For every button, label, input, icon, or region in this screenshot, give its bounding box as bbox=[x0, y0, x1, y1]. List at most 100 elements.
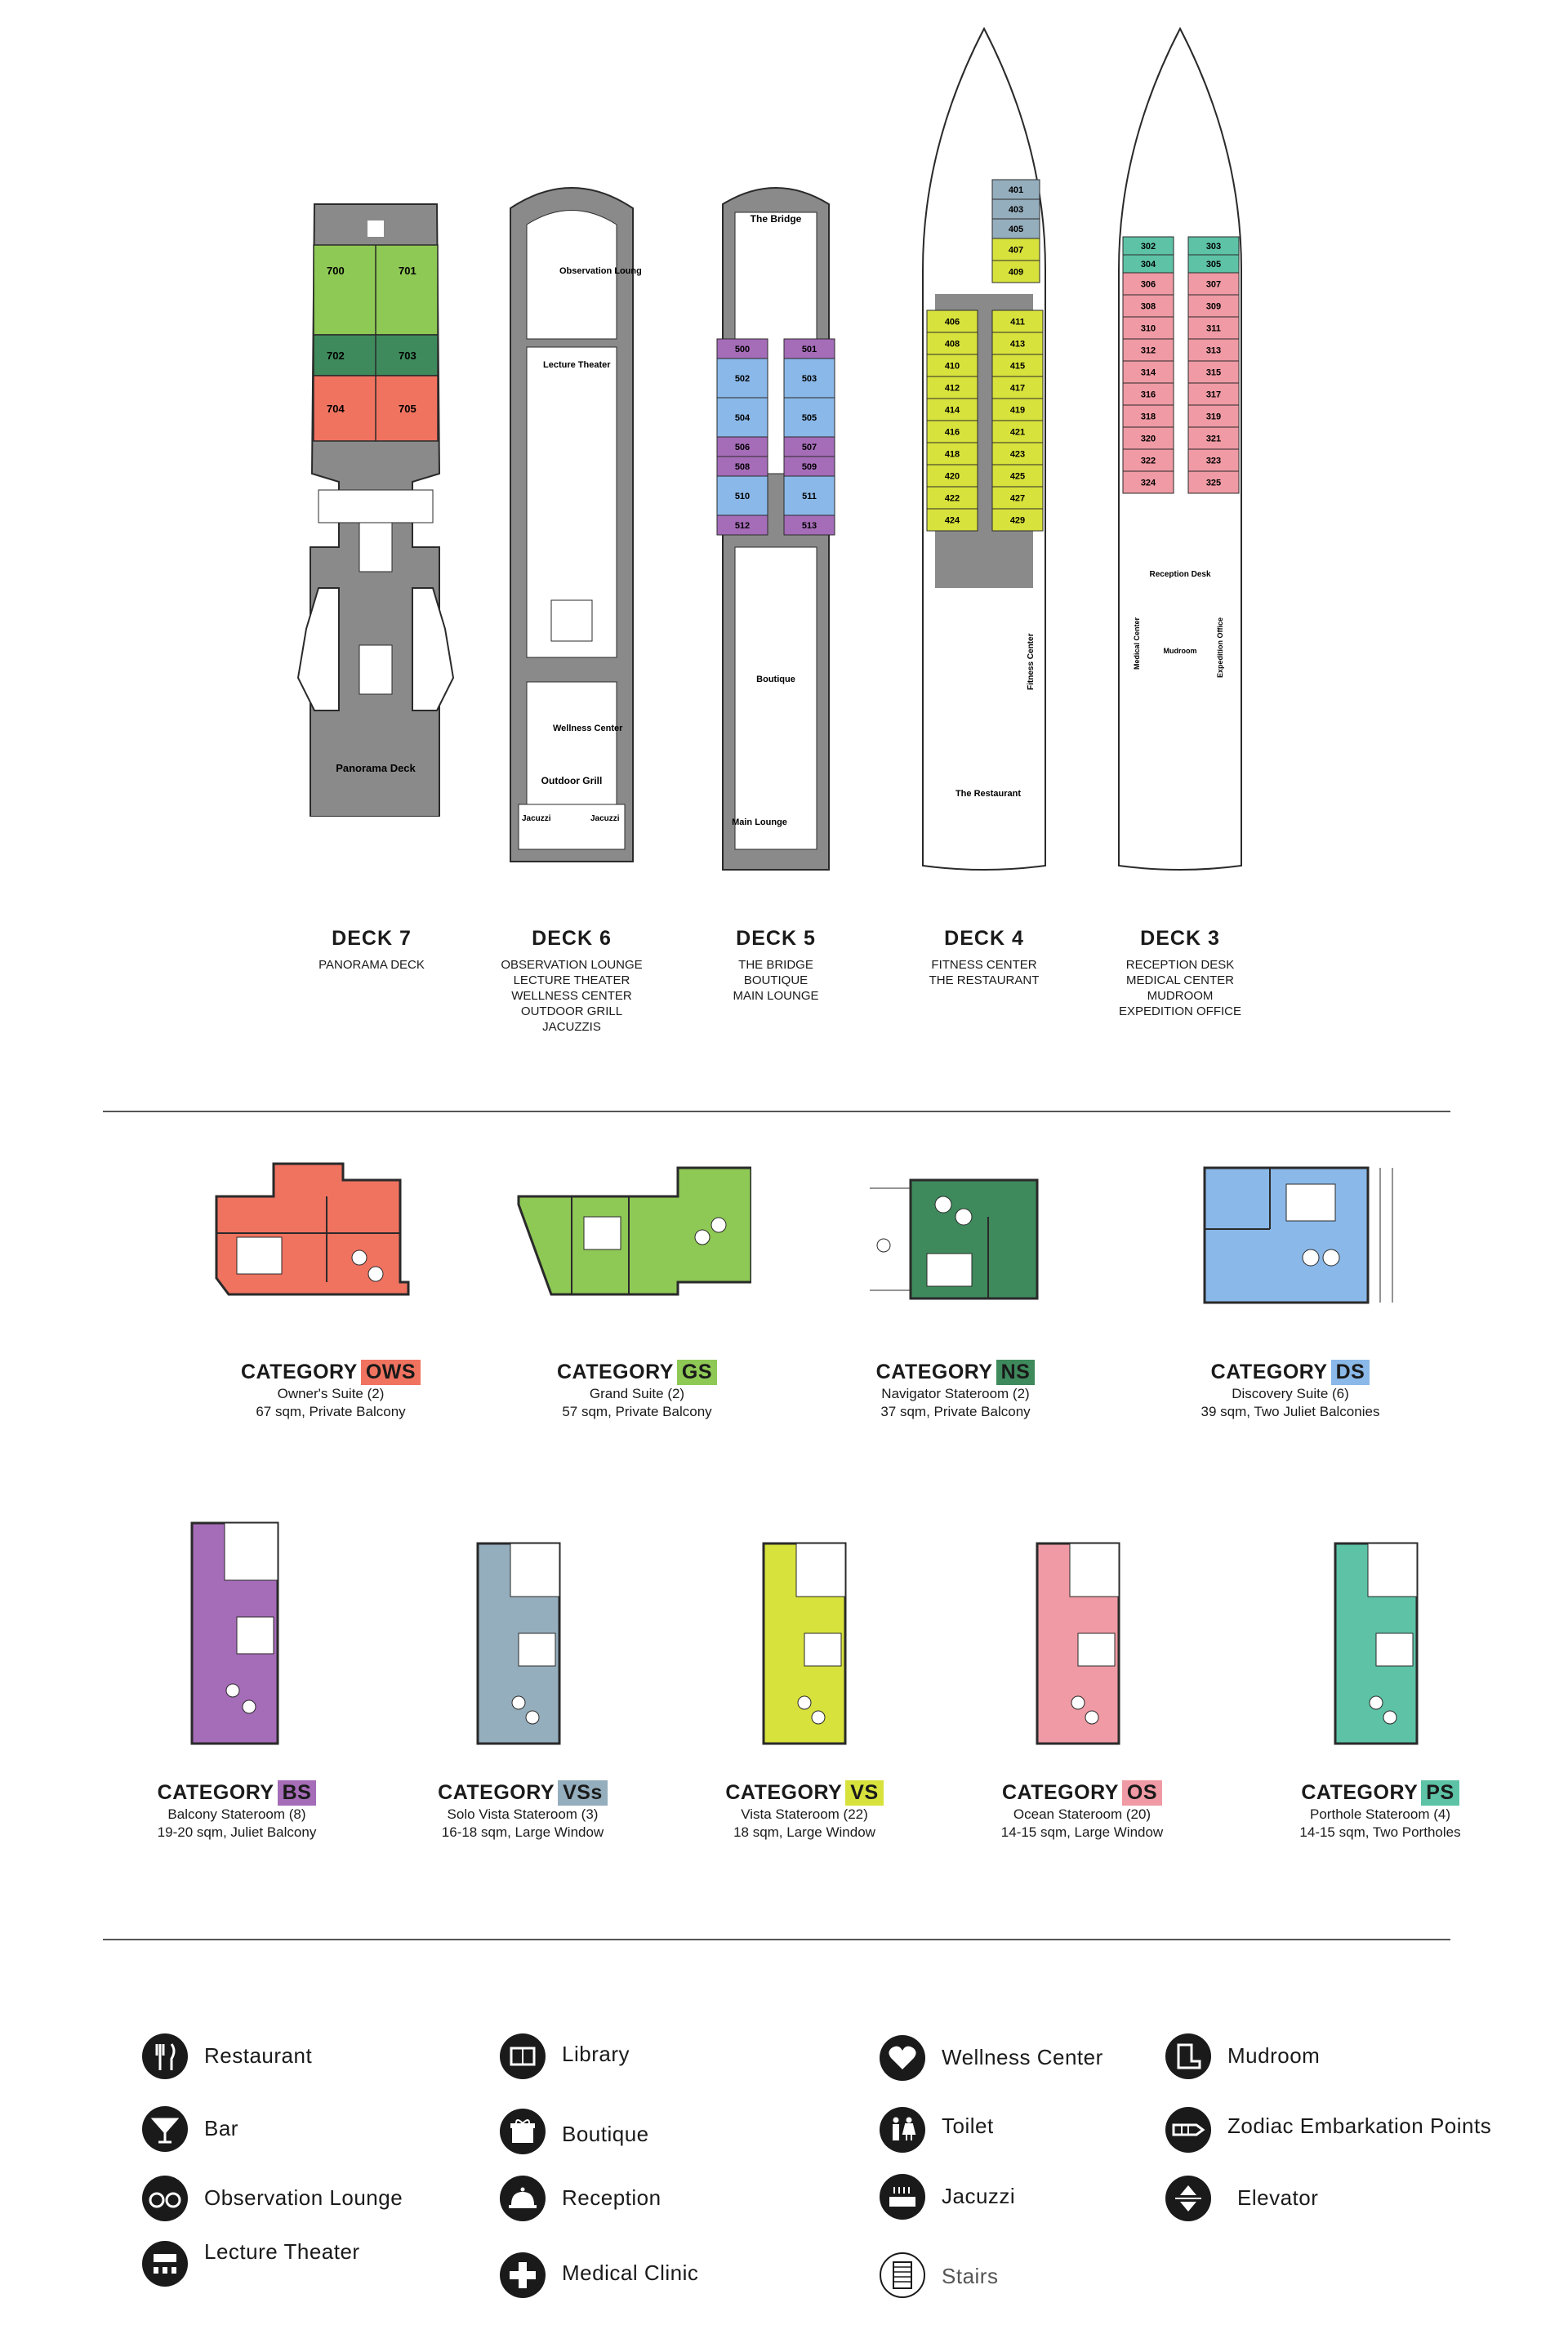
cabin-number: 425 bbox=[1010, 472, 1025, 482]
cabin-block bbox=[1122, 382, 1174, 406]
cabin-number: 412 bbox=[945, 384, 960, 394]
cabin-number: 306 bbox=[1141, 280, 1156, 290]
cabin-number: 504 bbox=[735, 413, 751, 423]
cabin-block bbox=[1187, 294, 1240, 318]
category-details: 14-15 sqm, Two Portholes bbox=[1299, 1824, 1461, 1840]
library-icon bbox=[500, 2033, 546, 2079]
cabin-number: 513 bbox=[802, 521, 817, 531]
category-name: Ocean Stateroom (20) bbox=[1013, 1806, 1152, 1822]
cabin-number: 422 bbox=[945, 494, 960, 504]
cabin-702: 702 bbox=[327, 350, 345, 362]
cabin-number: 502 bbox=[735, 374, 750, 384]
category-label: CATEGORY bbox=[1301, 1781, 1419, 1804]
cabin-block bbox=[991, 508, 1044, 532]
legend-label: Bar bbox=[204, 2116, 238, 2140]
cabin-block bbox=[716, 456, 768, 477]
cabin-block bbox=[926, 332, 978, 355]
category-code: VSs bbox=[558, 1780, 608, 1806]
category-details: 18 sqm, Large Window bbox=[733, 1824, 875, 1840]
cabin-number: 416 bbox=[945, 428, 960, 438]
ps-floorplan bbox=[1334, 1542, 1419, 1745]
cabin-block bbox=[716, 358, 768, 399]
cabin-number: 427 bbox=[1010, 494, 1025, 504]
boutique-icon bbox=[500, 2109, 546, 2154]
category-code: BS bbox=[277, 1780, 317, 1806]
deck-3-feature: EXPEDITION OFFICE bbox=[1118, 1004, 1241, 1018]
gs-floorplan bbox=[517, 1166, 751, 1296]
category-name: Solo Vista Stateroom (3) bbox=[447, 1806, 599, 1822]
cabin-number: 313 bbox=[1206, 346, 1221, 356]
cabin-block bbox=[926, 486, 978, 510]
ows-floorplan bbox=[215, 1162, 410, 1296]
cabin-block bbox=[991, 238, 1040, 261]
cabin-number: 417 bbox=[1010, 384, 1025, 394]
cabin-number: 411 bbox=[1010, 318, 1025, 327]
deck-5-feature: MAIN LOUNGE bbox=[733, 989, 819, 1003]
category-label: CATEGORY bbox=[1210, 1361, 1328, 1383]
category-label: CATEGORY bbox=[1001, 1781, 1119, 1804]
deck-6-title: DECK 6 bbox=[532, 927, 612, 950]
legend-label: Restaurant bbox=[204, 2043, 313, 2068]
fitness-center-plan-label: Fitness Center bbox=[1027, 633, 1036, 690]
deck-7-features: PANORAMA DECK bbox=[265, 957, 478, 973]
cabin-block bbox=[926, 420, 978, 443]
cabin-number: 419 bbox=[1010, 406, 1025, 416]
os-floorplan bbox=[1036, 1542, 1120, 1745]
restaurant-plan-label: The Restaurant bbox=[956, 789, 1021, 799]
cabin-number: 500 bbox=[735, 345, 750, 354]
cabin-number: 415 bbox=[1010, 362, 1025, 372]
cabin-number: 418 bbox=[945, 450, 960, 460]
cabin-block bbox=[926, 464, 978, 488]
divider-top bbox=[103, 1111, 1450, 1112]
vss-floorplan bbox=[476, 1542, 561, 1745]
cabin-number: 315 bbox=[1206, 368, 1221, 378]
cabin-number: 414 bbox=[945, 406, 960, 416]
category-details: 67 sqm, Private Balcony bbox=[256, 1404, 406, 1419]
cabin-block bbox=[716, 397, 768, 438]
cabin-number: 305 bbox=[1206, 260, 1221, 269]
cabin-number: 503 bbox=[802, 374, 817, 384]
category-code: GS bbox=[676, 1360, 718, 1385]
cabin-block bbox=[991, 398, 1044, 421]
category-details: 57 sqm, Private Balcony bbox=[562, 1404, 712, 1419]
cabin-number: 421 bbox=[1010, 428, 1025, 438]
cabin-number: 311 bbox=[1206, 324, 1221, 334]
cabin-number: 423 bbox=[1010, 450, 1025, 460]
cabin-block bbox=[991, 332, 1044, 355]
cabin-number: 320 bbox=[1141, 434, 1156, 444]
deck-6-plan: Observation Lounge Lecture Theater Welln… bbox=[510, 187, 641, 862]
deck-6-feature: OUTDOOR GRILL bbox=[520, 1004, 623, 1018]
zodiac-embarkation-icon bbox=[1165, 2107, 1211, 2153]
cabin-number: 321 bbox=[1206, 434, 1221, 444]
cabin-block bbox=[1122, 448, 1174, 472]
cabin-number: 424 bbox=[945, 516, 960, 526]
category-name: Owner's Suite (2) bbox=[277, 1386, 385, 1401]
category-label: CATEGORY bbox=[875, 1361, 993, 1383]
cabin-number: 314 bbox=[1141, 368, 1156, 378]
category-details: 39 sqm, Two Juliet Balconies bbox=[1200, 1404, 1380, 1419]
observation-lounge-icon bbox=[142, 2176, 188, 2221]
category-details: 16-18 sqm, Large Window bbox=[441, 1824, 604, 1840]
cabin-number: 316 bbox=[1141, 390, 1156, 400]
cabin-number: 308 bbox=[1141, 302, 1156, 312]
deck-6-feature: LECTURE THEATER bbox=[513, 973, 630, 987]
cabin-number: 318 bbox=[1141, 412, 1156, 422]
legend-label: Reception bbox=[562, 2185, 662, 2210]
cabin-block bbox=[1122, 360, 1174, 384]
cabin-block bbox=[716, 475, 768, 516]
legend-label: Elevator bbox=[1237, 2185, 1319, 2210]
cabin-block bbox=[991, 260, 1040, 283]
cabin-block bbox=[1187, 404, 1240, 428]
bar-icon bbox=[142, 2106, 188, 2152]
bridge-plan-label: The Bridge bbox=[751, 213, 802, 225]
cabin-block bbox=[1122, 470, 1174, 494]
